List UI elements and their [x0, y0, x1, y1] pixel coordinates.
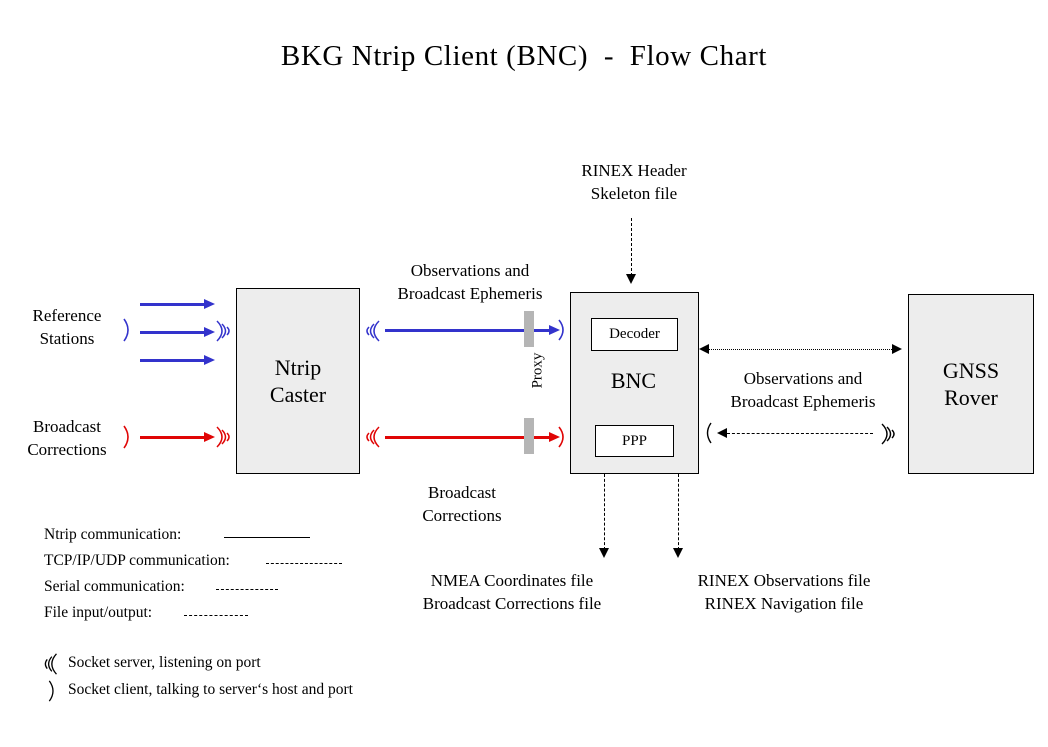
node-ppp[interactable]: PPP — [595, 425, 674, 457]
legend-sample-file — [184, 615, 248, 616]
arrow-broadcast-corrections-head — [204, 431, 215, 442]
arrow-rinex-header-head — [626, 274, 636, 284]
arrow-nmea-output-head — [599, 548, 609, 558]
legend-label-socket-server: Socket server, listening on port — [68, 654, 261, 671]
label-broadcast-corrections-middle: Broadcast Corrections — [422, 483, 502, 525]
arrow-caster-to-bnc-red-line — [385, 436, 551, 439]
legend-row-serial: Serial communication: — [44, 576, 374, 602]
label-reference-stations: Reference Stations — [32, 306, 102, 348]
arrow-bnc-rover-serial-head-left — [699, 344, 709, 354]
legend-label-file: File input/output: — [44, 604, 153, 621]
arrow-refstation-1-head — [204, 298, 215, 309]
arrow-rinex-header-line — [631, 218, 632, 276]
arrow-refstation-2-head — [204, 326, 215, 337]
proxy-bar-top — [524, 311, 534, 347]
arrow-refstation-1-line — [140, 303, 206, 306]
arrow-caster-to-bnc-red-head — [549, 431, 560, 442]
arrow-refstation-3-line — [140, 359, 206, 362]
node-decoder-label: Decoder — [609, 326, 660, 342]
legend-sample-serial — [216, 589, 278, 590]
arrow-refstation-3-head — [204, 354, 215, 365]
socket-client-icon-bnc-rover — [702, 419, 716, 447]
node-gnss-rover-label: GNSS Rover — [942, 357, 1000, 411]
legend-sample-solid — [224, 537, 310, 538]
socket-server-icon-caster-out-red — [360, 424, 382, 450]
socket-server-icon — [38, 652, 68, 676]
label-broadcast-corrections-input: Broadcast Corrections — [27, 417, 107, 459]
arrow-caster-to-bnc-blue-head — [549, 324, 560, 335]
arrow-bnc-rover-serial-line — [708, 349, 894, 350]
socket-server-icon-rover — [878, 420, 902, 448]
label-rinex-header-skeleton: RINEX Header Skeleton file — [581, 161, 687, 203]
arrow-bnc-rover-serial-head-right — [892, 344, 902, 354]
label-rinex-output-files: RINEX Observations file RINEX Navigation… — [697, 571, 871, 613]
node-ntrip-caster[interactable]: Ntrip Caster — [236, 288, 360, 474]
node-bnc-label: BNC — [610, 368, 657, 393]
node-decoder[interactable]: Decoder — [591, 318, 678, 351]
socket-server-icon-caster-in-red — [214, 424, 236, 450]
arrow-nmea-output-line — [604, 474, 605, 550]
legend-line-styles: Ntrip communication: TCP/IP/UDP communic… — [44, 524, 374, 628]
label-observations-ephemeris-left: Observations and Broadcast Ephemeris — [397, 261, 543, 303]
socket-client-icon-bnc-in-red — [556, 424, 570, 450]
label-observations-ephemeris-right: Observations and Broadcast Ephemeris — [730, 369, 876, 411]
arrow-broadcast-corrections-line — [140, 436, 206, 439]
arrow-refstation-2-line — [140, 331, 206, 334]
socket-client-icon — [44, 679, 74, 703]
label-nmea-output-files: NMEA Coordinates file Broadcast Correcti… — [422, 571, 602, 613]
legend-sample-dash — [266, 563, 342, 564]
arrow-rinex-output-line — [678, 474, 679, 550]
legend-label-ntrip: Ntrip communication: — [44, 526, 182, 543]
arrow-rover-to-bnc-line — [727, 433, 873, 434]
legend-row-file: File input/output: — [44, 602, 374, 628]
arrow-rinex-output-head — [673, 548, 683, 558]
proxy-bar-bottom — [524, 418, 534, 454]
socket-client-icon-reference-stations — [120, 316, 136, 344]
socket-client-icon-bnc-in-blue — [556, 317, 570, 343]
arrow-caster-to-bnc-blue-line — [385, 329, 551, 332]
socket-server-icon-caster-out-blue — [360, 318, 382, 344]
legend-label-tcpip: TCP/IP/UDP communication: — [44, 552, 230, 569]
legend-label-socket-client: Socket client, talking to server‘s host … — [68, 681, 353, 698]
legend-label-serial: Serial communication: — [44, 578, 185, 595]
legend-row-tcpip: TCP/IP/UDP communication: — [44, 550, 374, 576]
socket-client-icon-broadcast-corrections — [120, 423, 136, 451]
page-title: BKG Ntrip Client (BNC) - Flow Chart — [280, 40, 768, 72]
proxy-label: Proxy — [529, 352, 546, 389]
legend-row-ntrip: Ntrip communication: — [44, 524, 374, 550]
node-gnss-rover[interactable]: GNSS Rover — [908, 294, 1034, 474]
node-ppp-label: PPP — [621, 432, 648, 449]
socket-server-icon-caster-in-blue — [214, 318, 236, 344]
arrow-rover-to-bnc-head — [717, 428, 727, 438]
node-ntrip-caster-label: Ntrip Caster — [269, 354, 327, 408]
